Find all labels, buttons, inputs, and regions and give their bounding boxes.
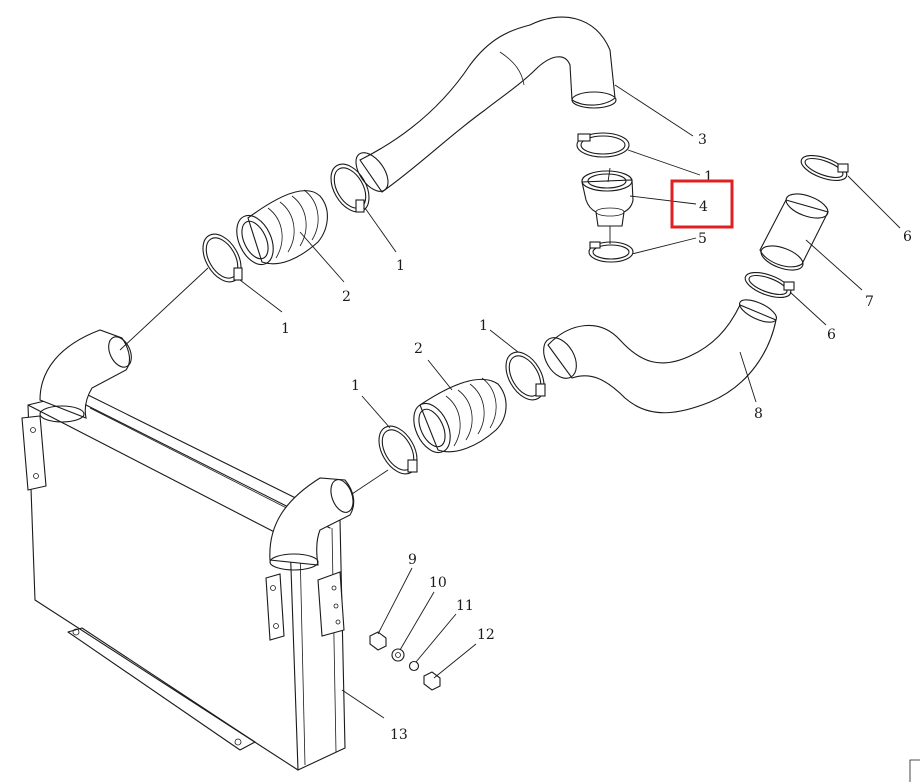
intercooler-core (21, 391, 346, 771)
sleeve-7 (759, 193, 829, 271)
washer-10 (391, 648, 405, 662)
nut-9 (369, 631, 387, 651)
callout-2-upper: 2 (342, 289, 351, 305)
callout-10: 10 (429, 575, 447, 591)
callout-6-mid: 6 (827, 327, 836, 343)
callout-1-upper-right: 1 (396, 258, 405, 274)
core-outlet-elbow (269, 477, 355, 571)
callout-1-top: 1 (704, 169, 713, 185)
callout-13: 13 (390, 727, 408, 743)
clamp-6-top (800, 154, 849, 182)
clamp-lower-right (505, 351, 546, 401)
lock-washer-11 (408, 660, 420, 672)
callout-9: 9 (408, 552, 417, 568)
callout-4: 4 (699, 199, 708, 215)
clamp-lower-left (378, 425, 418, 475)
callout-2-lower: 2 (414, 341, 423, 357)
clamp-upper-left (202, 233, 243, 283)
highlight-box-callout-4 (670, 179, 734, 229)
callout-8: 8 (754, 406, 763, 422)
callout-6-top: 6 (903, 229, 912, 245)
callout-11: 11 (456, 598, 474, 614)
clamp-6-mid (744, 271, 795, 299)
clamp-upper-right (330, 163, 370, 213)
clamp-5 (588, 241, 634, 263)
pipe-8 (543, 299, 777, 414)
bellows-hose-lower (413, 377, 507, 454)
core-inlet-elbow (39, 329, 132, 423)
callout-1-lower-left: 1 (351, 378, 360, 394)
callout-1-upper-left: 1 (281, 321, 290, 337)
frame-corner-mark (909, 759, 920, 782)
callout-1-lower-right: 1 (479, 318, 488, 334)
callout-7: 7 (865, 294, 874, 310)
callout-3: 3 (698, 132, 707, 148)
reducer-coupling-4 (581, 170, 634, 227)
leader-lines (119, 84, 901, 719)
pipe-3 (355, 16, 617, 193)
callout-12: 12 (477, 627, 495, 643)
callout-5: 5 (698, 231, 707, 247)
clamp-under-pipe-3 (576, 132, 630, 158)
bellows-hose-upper (236, 189, 328, 266)
